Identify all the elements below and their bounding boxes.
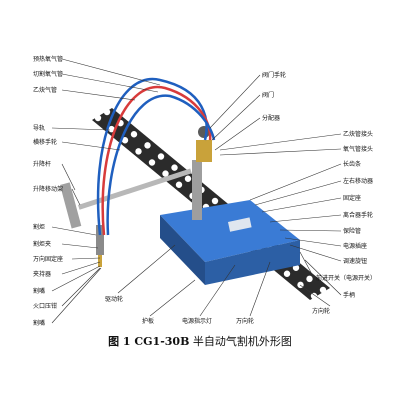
label-universal-wheel: 万向轮: [236, 318, 255, 325]
label-long-rack: 长齿条: [343, 161, 362, 168]
label-fixed-mount: 固定座: [343, 195, 362, 202]
label-clutch-handwheel: 离合器手轮: [343, 212, 374, 219]
horizontal-bar: [77, 168, 192, 210]
track-hole: [306, 275, 313, 283]
track-hole: [157, 153, 165, 160]
label-distributor: 分配器: [262, 115, 281, 122]
track-hole: [283, 270, 291, 277]
label-drive-wheel: 驱动轮: [105, 296, 124, 303]
leader-line: [61, 141, 121, 151]
label-guard-plate: 护板: [142, 318, 155, 325]
label-lift-frame: 升降移动架: [33, 186, 64, 193]
label-speed-knob: 调速旋钮: [343, 258, 368, 265]
label-torch-clamp: 割炬夹: [33, 241, 52, 248]
label-forward-switch: 前进开关（电源开关）: [316, 275, 377, 282]
left-torch: [59, 182, 104, 267]
label-valve-handwheel: 阀门手轮: [262, 72, 287, 79]
leader-line: [61, 58, 161, 86]
label-power-socket: 电源插座: [343, 243, 368, 250]
label-holder: 夹持器: [33, 271, 52, 278]
leader-line: [249, 261, 271, 317]
label-power-indicator: 电源指示灯: [182, 318, 213, 325]
track-hole: [175, 181, 183, 188]
label-cutting-oxygen-hose: 切割氧气管: [33, 71, 64, 78]
leader-line: [279, 229, 342, 232]
leader-line: [219, 133, 342, 151]
leader-line: [269, 214, 342, 223]
leader-line: [61, 89, 136, 101]
label-valve: 阀门: [262, 92, 275, 99]
track-hole: [121, 137, 129, 144]
gas-hoses: [96, 77, 216, 236]
label-acetylene-connector: 乙炔管接头: [343, 131, 374, 138]
leader-line: [304, 259, 342, 296]
label-handle: 手柄: [343, 292, 356, 299]
figure-title: 半自动气割机外形图: [192, 335, 292, 348]
track-hole: [184, 175, 192, 182]
label-lift-rod: 升降杆: [33, 161, 52, 168]
leader-line: [211, 94, 261, 141]
leader-line: [299, 284, 331, 307]
leader-line: [61, 267, 101, 307]
track-hole: [144, 142, 151, 149]
leader-line: [149, 279, 196, 317]
label-nozzle: 割嘴: [33, 288, 46, 295]
track-hole: [310, 292, 318, 300]
leader-line: [71, 257, 101, 260]
figure-label: 图 1 CG1-30B: [108, 335, 190, 348]
leader-line: [51, 127, 111, 131]
leader-line: [117, 244, 176, 294]
leader-line: [249, 163, 342, 201]
leader-line: [61, 243, 99, 249]
leader-line: [254, 180, 342, 206]
leader-line: [61, 261, 101, 275]
leader-line: [219, 148, 342, 156]
track-hole: [148, 159, 156, 166]
track-hole: [94, 114, 102, 122]
track-hole: [135, 148, 142, 155]
leader-line: [214, 117, 261, 151]
leader-line: [61, 163, 76, 191]
leader-line: [299, 251, 315, 279]
track-hole: [162, 170, 169, 177]
label-traverse-handwheel: 横移手轮: [33, 139, 58, 146]
label-lateral-mover: 左右移动器: [343, 178, 374, 185]
leader-line: [51, 265, 101, 292]
label-direction-wheel: 方向轮: [312, 308, 331, 315]
label-nozzle-clamp: 火口压钳: [33, 303, 58, 310]
label-acetylene-hose: 乙炔气管: [33, 87, 58, 94]
label-oxygen-connector: 氧气管接头: [343, 146, 374, 153]
leader-line: [261, 197, 342, 213]
label-nozzle-tip: 割嘴: [33, 320, 46, 327]
leader-line: [289, 244, 342, 262]
figure-caption: 图 1 CG1-30B 半自动气割机外形图: [0, 333, 400, 349]
label-guide-track: 导轨: [33, 125, 46, 132]
leader-line: [209, 74, 261, 129]
leader-line: [284, 237, 342, 247]
track-hole: [103, 108, 111, 116]
track-hole: [171, 164, 178, 171]
label-torch: 割炬: [33, 224, 46, 231]
track-hole: [130, 131, 138, 138]
track-hole: [319, 286, 327, 294]
label-fuse: 保险管: [343, 228, 362, 235]
leader-line: [51, 267, 102, 324]
label-universal-mount: 万向固定座: [33, 256, 64, 263]
track-hole: [211, 197, 219, 205]
label-preheat-oxygen-hose: 预热氧气管: [33, 56, 64, 63]
leader-line: [61, 73, 159, 93]
leader-line: [51, 226, 97, 236]
leader-line: [71, 188, 81, 206]
leader-line: [199, 264, 236, 317]
track-hole: [108, 125, 115, 133]
